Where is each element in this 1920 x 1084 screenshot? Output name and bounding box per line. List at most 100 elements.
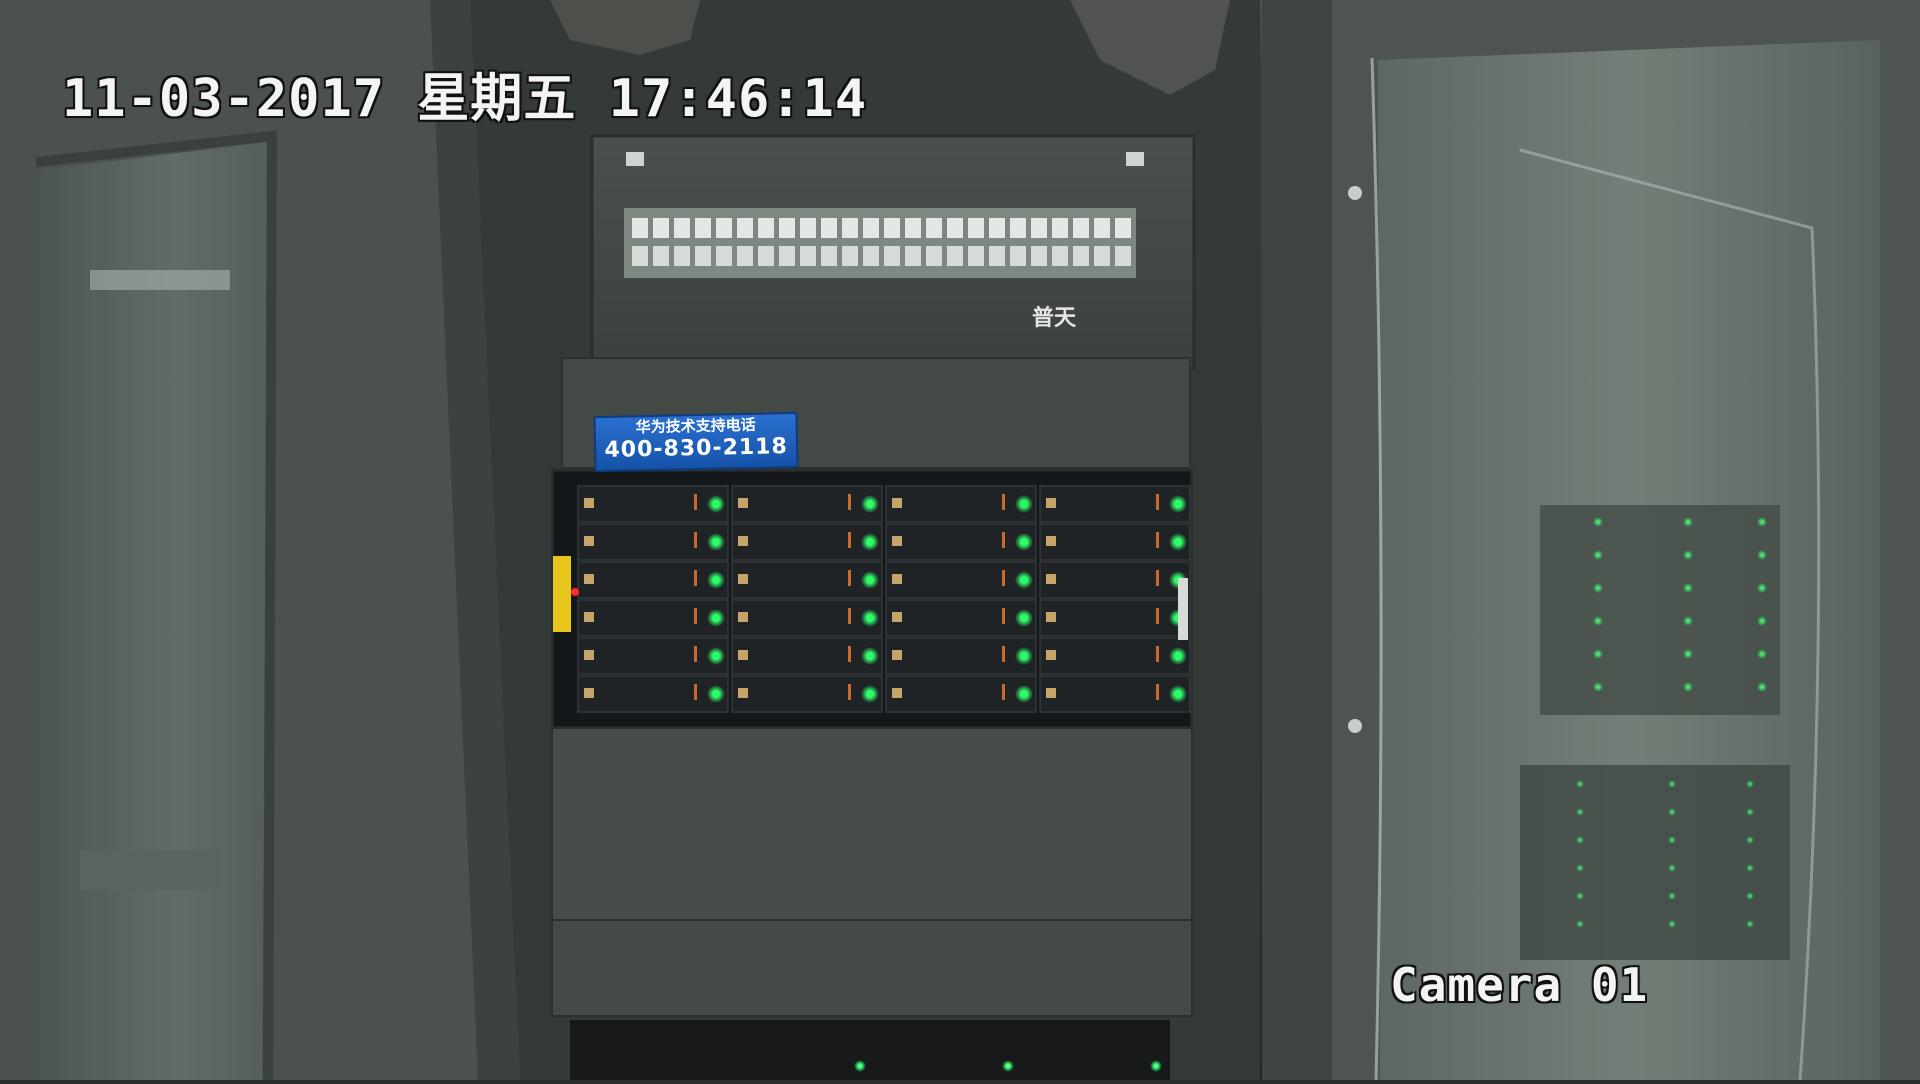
status-led-core — [1175, 691, 1181, 697]
drive-handle — [1156, 646, 1159, 662]
reflected-led — [1683, 517, 1693, 527]
drive-bay — [1039, 675, 1191, 713]
patch-port — [1094, 218, 1110, 238]
patch-port — [842, 246, 858, 266]
status-led — [854, 1060, 866, 1072]
patch-port — [674, 246, 690, 266]
reflected-led — [1746, 864, 1754, 872]
reflected-led — [1593, 517, 1603, 527]
fault-led — [571, 588, 579, 596]
drive-latch — [738, 536, 748, 546]
status-led-core — [713, 691, 719, 697]
patch-port — [674, 218, 690, 238]
status-led-core — [1175, 653, 1181, 659]
patch-port — [821, 218, 837, 238]
drive-handle — [1156, 494, 1159, 510]
drive-bay — [885, 637, 1037, 675]
status-led-core — [1021, 501, 1027, 507]
drive-handle — [694, 570, 697, 586]
patch-port — [716, 218, 732, 238]
drive-latch — [892, 574, 902, 584]
drive-bay — [885, 523, 1037, 561]
drive-bay — [1039, 599, 1191, 637]
patch-port — [758, 246, 774, 266]
reflected-led — [1757, 682, 1767, 692]
drive-bay — [1039, 561, 1191, 599]
reflected-led — [1593, 649, 1603, 659]
drive-bay — [577, 675, 729, 713]
reflected-led — [1576, 892, 1584, 900]
drive-bay — [577, 599, 729, 637]
cable-cover — [550, 0, 700, 55]
patch-port — [1031, 246, 1047, 266]
status-led-core — [1021, 577, 1027, 583]
reflected-led — [1576, 864, 1584, 872]
patch-port — [1010, 218, 1026, 238]
reflected-led — [1683, 616, 1693, 626]
patch-port — [1052, 246, 1068, 266]
drive-bay — [731, 599, 883, 637]
status-led-core — [867, 577, 873, 583]
drive-bay — [885, 485, 1037, 523]
reflected-led — [1757, 616, 1767, 626]
reflected-led — [1746, 920, 1754, 928]
reflected-led — [1746, 892, 1754, 900]
reflected-led — [1746, 808, 1754, 816]
status-led-core — [867, 691, 873, 697]
drive-handle — [848, 684, 851, 700]
status-led-core — [867, 539, 873, 545]
patch-port — [989, 246, 1005, 266]
drive-bay — [577, 561, 729, 599]
patch-port — [1073, 246, 1089, 266]
patch-port — [737, 218, 753, 238]
reflected-led — [1683, 649, 1693, 659]
reflected-led — [1757, 517, 1767, 527]
timestamp-overlay: 11-03-2017 星期五 17:46:14 — [62, 56, 867, 131]
drive-bay — [577, 485, 729, 523]
reflected-led — [1683, 550, 1693, 560]
patch-port — [905, 246, 921, 266]
drive-bay — [731, 485, 883, 523]
drive-latch — [892, 688, 902, 698]
drive-latch — [1046, 574, 1056, 584]
patch-port — [905, 218, 921, 238]
drive-handle — [1002, 608, 1005, 624]
support-phone: 400-830-2118 — [604, 434, 789, 463]
status-led — [1150, 1060, 1162, 1072]
drive-latch — [738, 498, 748, 508]
status-led — [1002, 1060, 1014, 1072]
patch-port — [1031, 218, 1047, 238]
storage-enclosure — [550, 468, 1194, 730]
osd-date: 11-03-2017 — [62, 69, 386, 129]
drive-handle — [694, 646, 697, 662]
patch-port — [1115, 218, 1131, 238]
drive-bay — [1039, 485, 1191, 523]
patch-port — [821, 246, 837, 266]
drive-handle — [1002, 570, 1005, 586]
reflected-led — [1668, 864, 1676, 872]
patch-port — [863, 246, 879, 266]
reflected-led — [1746, 780, 1754, 788]
reflected-led — [1683, 583, 1693, 593]
reflected-led — [1668, 780, 1676, 788]
drive-handle — [1002, 532, 1005, 548]
patch-port — [989, 218, 1005, 238]
drive-latch — [738, 650, 748, 660]
patch-port — [758, 218, 774, 238]
reflected-led — [1593, 550, 1603, 560]
drive-bay — [731, 523, 883, 561]
patch-port — [779, 218, 795, 238]
patch-port — [1052, 218, 1068, 238]
drive-handle — [1002, 646, 1005, 662]
drive-latch — [892, 612, 902, 622]
left-door — [0, 0, 520, 1081]
drive-latch — [892, 498, 902, 508]
drive-latch — [892, 650, 902, 660]
drive-handle — [694, 608, 697, 624]
drive-handle — [1002, 684, 1005, 700]
patch-port — [968, 246, 984, 266]
support-sticker: 华为技术支持电话 400-830-2118 — [593, 411, 799, 473]
reflected-led — [1668, 836, 1676, 844]
drive-bay — [577, 637, 729, 675]
